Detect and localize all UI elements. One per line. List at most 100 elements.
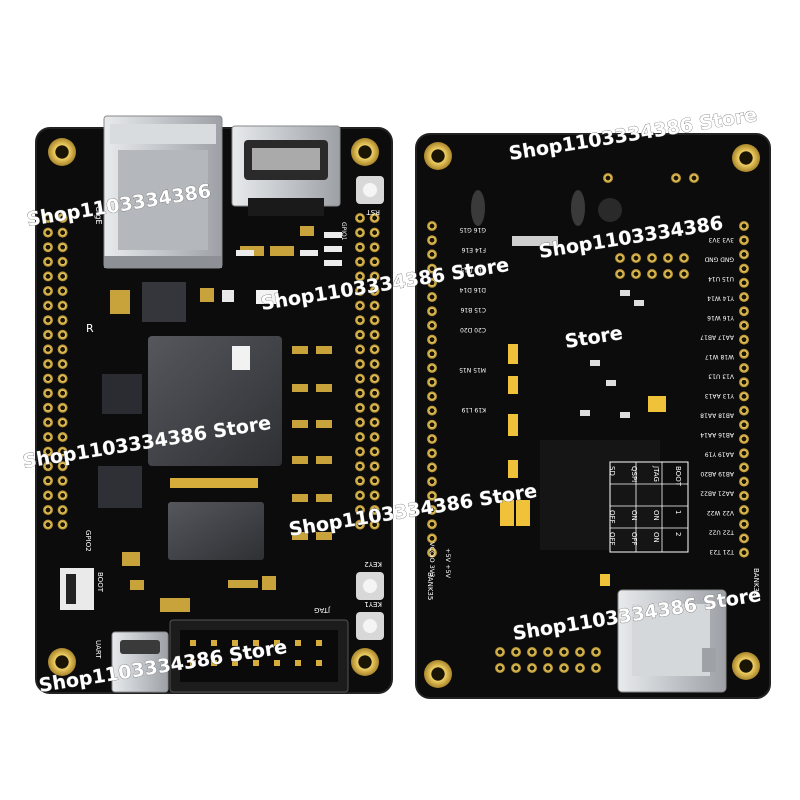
boot-switch — [60, 568, 94, 610]
pin-hole — [427, 348, 437, 359]
pin-hole — [369, 490, 380, 501]
pin-hole — [43, 446, 53, 457]
smd-resistor — [324, 232, 342, 238]
jtag-pin — [211, 660, 217, 666]
button-cap — [363, 183, 377, 197]
smd-part — [292, 420, 308, 428]
jtag-header — [169, 619, 349, 693]
pin-hole — [355, 300, 365, 311]
mounting-hole — [732, 144, 760, 172]
label-rst: RST — [366, 208, 380, 216]
back-chip-area — [540, 440, 660, 550]
pin-hole — [369, 300, 380, 311]
label-vccio: VCCIO 3V3 — [428, 542, 436, 577]
pin-hole — [57, 475, 68, 486]
pin-hole — [369, 505, 380, 515]
through-hole — [511, 663, 521, 673]
pin-hole — [57, 315, 68, 326]
pin-hole — [427, 320, 437, 331]
jtag-pin — [211, 640, 217, 646]
label-bank35: BANK35 — [426, 572, 434, 600]
pin-hole — [355, 227, 365, 238]
pin-hole — [355, 505, 365, 515]
pin-hole — [369, 213, 380, 223]
pin-hole — [355, 373, 365, 384]
boot-table-header: QSPI — [630, 466, 638, 482]
smd-part — [300, 226, 314, 236]
smd-part — [316, 532, 332, 540]
pin-label: U15 U14 — [708, 275, 734, 282]
through-hole — [575, 647, 585, 657]
button-cap — [363, 579, 377, 593]
pin-hole — [369, 242, 380, 253]
pin-hole — [427, 221, 437, 231]
smd-part — [228, 580, 258, 588]
button-cap — [363, 619, 377, 633]
pin-label: AA17 AB17 — [700, 334, 734, 341]
pin-label: V22 W22 — [707, 509, 734, 516]
pin-hole — [369, 461, 380, 472]
boot-table-cell: ON — [652, 510, 660, 521]
pin-label: D16 D14 — [459, 286, 486, 293]
pin-hole — [355, 417, 365, 428]
pin-hole — [355, 432, 365, 442]
pin-label: GND GND — [704, 256, 734, 263]
smd-part — [110, 290, 130, 314]
smd-part — [122, 552, 140, 566]
smd-resistor — [580, 410, 590, 416]
pin-hole — [57, 286, 68, 296]
jtag-pin — [253, 640, 259, 646]
pin-hole — [739, 292, 749, 302]
pin-hole — [355, 388, 365, 399]
mounting-hole — [48, 648, 76, 676]
pin-hole — [43, 300, 53, 311]
pin-label: E15 D15 — [460, 266, 486, 273]
pin-hole — [43, 213, 53, 223]
smd-part — [316, 494, 332, 502]
pin-hole — [355, 242, 365, 253]
boot-table-header: SD — [608, 466, 616, 476]
pin-hole — [739, 348, 749, 359]
smd-part — [316, 384, 332, 392]
pin-hole — [369, 432, 380, 442]
pin-hole — [739, 221, 749, 231]
through-hole — [591, 647, 601, 657]
pin-label: F14 E16 — [461, 246, 486, 253]
pin-hole — [427, 235, 437, 246]
chip-small — [102, 374, 142, 414]
through-hole — [631, 253, 641, 263]
pin-label: AB19 AB20 — [700, 470, 734, 477]
pin-hole — [739, 391, 749, 402]
pin-hole — [739, 306, 749, 317]
pin-label: G16 G15 — [459, 226, 486, 233]
jtag-pin — [274, 640, 280, 646]
pin-label: K19 L19 — [461, 406, 486, 413]
through-hole — [647, 269, 657, 279]
pin-label: AB18 AA18 — [700, 412, 734, 419]
through-hole — [543, 663, 553, 673]
pin-hole — [427, 405, 437, 416]
pin-hole — [355, 329, 365, 340]
header-pads — [512, 236, 558, 246]
smd-part — [270, 246, 294, 256]
through-hole — [663, 253, 673, 263]
pin-hole — [43, 256, 53, 267]
front-board: GigE HDMI OUT RST KEY2 KEY1 JTAG UART BO… — [35, 115, 393, 694]
smd-resistor — [620, 290, 630, 296]
pin-hole — [427, 490, 437, 501]
smd-resistor — [236, 250, 254, 256]
mounting-hole — [424, 660, 452, 688]
smd-part — [160, 598, 190, 612]
through-hole — [631, 269, 641, 279]
boot-table-cell: OFF — [608, 510, 616, 524]
chip-small — [98, 466, 142, 508]
mounting-hole — [732, 652, 760, 680]
pin-hole — [427, 249, 437, 260]
pin-label: 3V3 3V3 — [708, 236, 734, 243]
pin-label: Y14 W14 — [707, 295, 735, 302]
smd-part — [316, 346, 332, 354]
jtag-pin — [295, 660, 301, 666]
through-hole — [511, 647, 521, 657]
